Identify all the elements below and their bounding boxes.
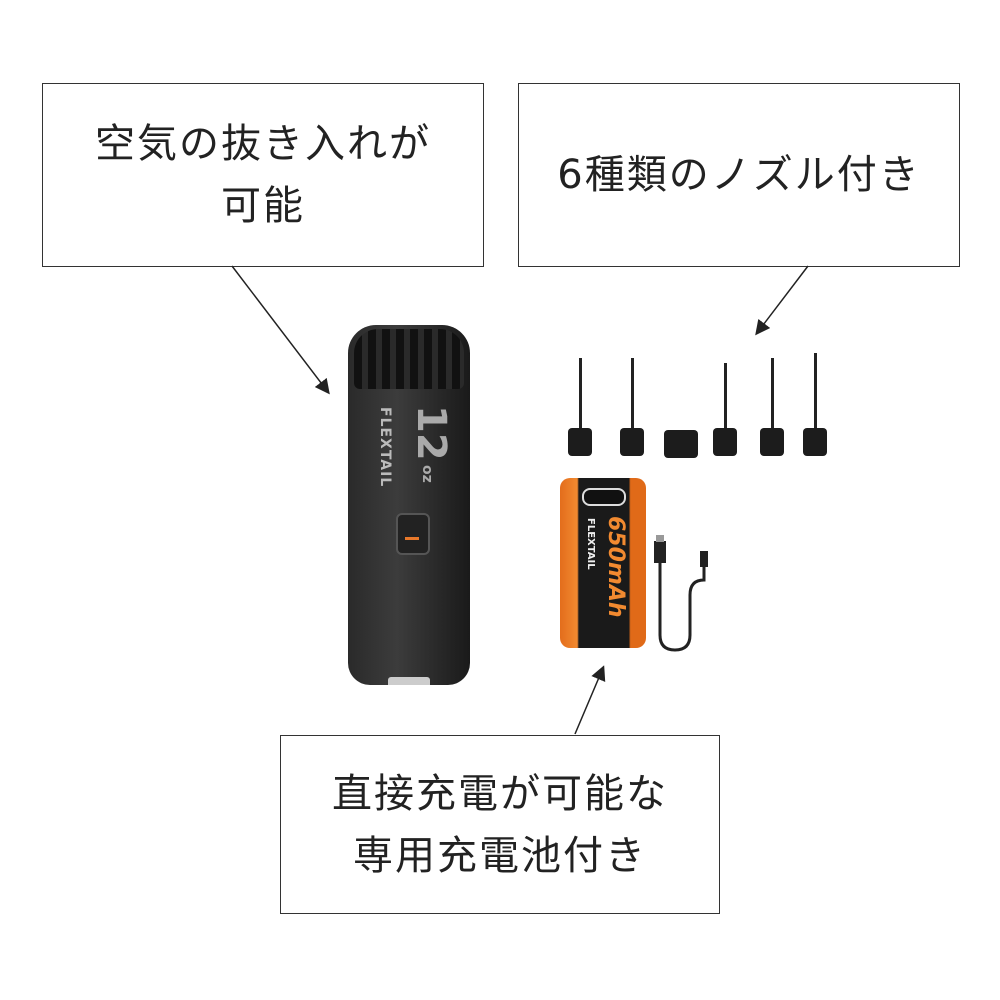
callout-text: 直接充電が可能な (332, 770, 668, 817)
callout-air-in-out: 空気の抜き入れが 可能 (42, 83, 484, 267)
nozzle (620, 358, 644, 456)
pump-capacity: 12 (408, 405, 454, 461)
battery-usb-port (582, 488, 626, 506)
nozzle (803, 353, 827, 456)
pump-brand: FLEXTAIL (377, 407, 393, 488)
pump-cap (354, 329, 464, 389)
usb-cable-image (654, 535, 708, 652)
nozzle (760, 358, 784, 456)
callout-text: 空気の抜き入れが (95, 121, 431, 167)
callout-text: 6種類のノズル付き (557, 152, 921, 198)
callout-nozzles: 6種類のノズル付き (518, 83, 960, 267)
battery-image: 650mAh FLEXTAIL (560, 478, 646, 648)
nozzle (713, 363, 737, 456)
air-pump-image: 12 oz FLEXTAIL (348, 325, 470, 685)
callout-text: 専用充電池付き (353, 832, 647, 879)
arrow-to-battery (574, 665, 606, 735)
nozzle (664, 430, 698, 458)
pump-power-button (396, 513, 430, 555)
pump-port (388, 677, 430, 685)
arrow-to-nozzles (755, 265, 809, 336)
callout-battery: 直接充電が可能な 専用充電池付き (280, 735, 720, 914)
pump-capacity-unit: oz (419, 465, 435, 483)
battery-capacity: 650mAh (603, 516, 628, 618)
nozzle (568, 358, 592, 456)
battery-brand: FLEXTAIL (585, 518, 596, 570)
arrow-to-pump (231, 265, 330, 395)
callout-text: 可能 (221, 183, 305, 229)
